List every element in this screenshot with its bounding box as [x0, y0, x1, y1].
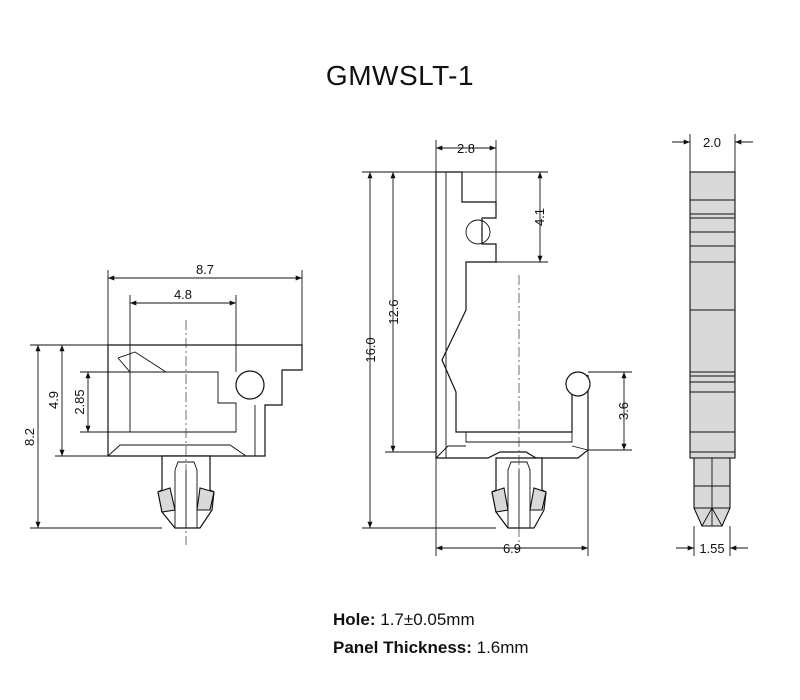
front-hook-circle	[235, 370, 265, 400]
edge-pin-detail	[694, 458, 730, 527]
edge-body	[689, 171, 736, 459]
dim-front-total-height: 8.2	[22, 428, 37, 446]
side-pin-barb-right	[529, 487, 547, 511]
side-view: 2.8 4.1 12.6 16.0 3.6 6.9	[362, 140, 632, 556]
dim-front-inner-width: 4.8	[174, 287, 192, 302]
dim-edge-top-width: 2.0	[703, 135, 721, 150]
dim-side-width: 6.9	[503, 541, 521, 556]
dim-side-slot-height: 4.1	[532, 208, 547, 226]
dim-edge-bottom-width: 1.55	[699, 541, 724, 556]
dim-side-hook-height: 3.6	[616, 402, 631, 420]
dim-front-width: 8.7	[196, 262, 214, 277]
hole-label: Hole:	[333, 610, 376, 629]
hole-value: 1.7±0.05mm	[380, 610, 475, 629]
hole-spec: Hole: 1.7±0.05mm	[333, 610, 475, 630]
panel-thickness-label: Panel Thickness:	[333, 638, 472, 657]
front-pin-barb-right	[196, 487, 215, 511]
side-body-outline	[435, 171, 589, 459]
front-pin-barb-left	[157, 487, 176, 513]
dim-side-total-height: 16.0	[363, 337, 378, 362]
side-slot-circle	[465, 219, 491, 245]
dim-side-body-height: 12.6	[386, 299, 401, 324]
dim-front-inner-height: 2.85	[72, 389, 87, 414]
panel-thickness-value: 1.6mm	[476, 638, 529, 657]
edge-band-lines	[690, 199, 735, 453]
dim-side-top-width: 2.8	[457, 141, 475, 156]
side-pin-barb-left	[491, 487, 509, 513]
front-body-outline	[107, 344, 303, 457]
edge-view: 2.0 1.55	[672, 134, 753, 556]
front-lower-strip	[107, 431, 247, 457]
drawing-title: GMWSLT-1	[325, 60, 475, 91]
panel-thickness-spec: Panel Thickness: 1.6mm	[333, 638, 529, 658]
side-hook-circle	[565, 371, 591, 397]
dim-front-body-height: 4.9	[46, 391, 61, 409]
front-view: 8.7 4.8 8.2 4.9 2.85	[22, 262, 303, 545]
front-latch-slot	[117, 351, 167, 373]
